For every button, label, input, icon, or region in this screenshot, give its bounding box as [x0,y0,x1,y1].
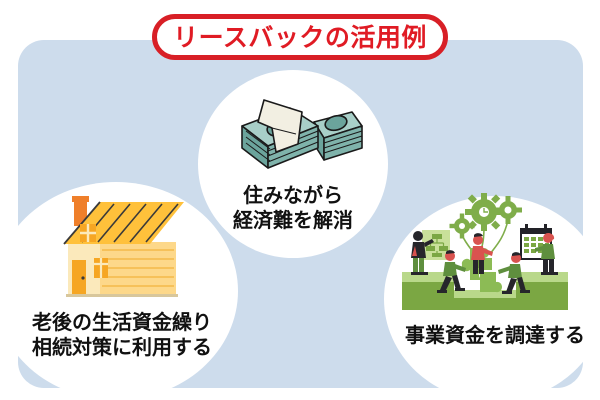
title-badge: リースバックの活用例 [152,14,448,60]
house-icon [58,190,188,308]
bubble-center [198,70,388,258]
caption-left: 老後の生活資金繰り 相続対策に利用する [6,310,238,360]
caption-center-line-2: 経済難を解消 [233,208,353,232]
caption-left-line-2: 相続対策に利用する [32,335,212,359]
caption-right-line-1: 事業資金を調達する [405,323,585,347]
business-teamwork-icon [396,193,574,314]
page-title: リースバックの活用例 [173,22,427,52]
caption-left-line-1: 老後の生活資金繰り [32,310,212,334]
money-stacks-icon [228,82,364,178]
caption-right: 事業資金を調達する [378,323,600,348]
caption-center-line-1: 住みながら [243,183,343,207]
caption-center: 住みながら 経済難を解消 [198,183,388,233]
